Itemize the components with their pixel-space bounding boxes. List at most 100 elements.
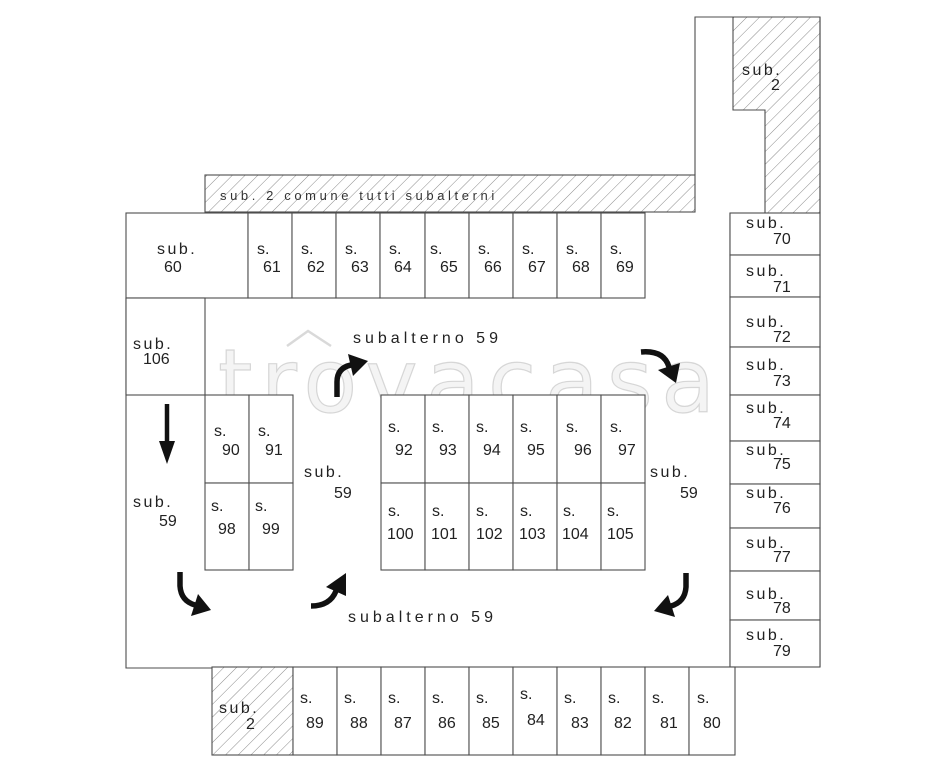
unit-number: 75	[773, 456, 791, 473]
space-number: 65	[440, 259, 458, 276]
common-strip-hatch	[204, 174, 696, 213]
space-prefix: s.	[522, 241, 534, 258]
parking-space-90: s. 90	[204, 394, 250, 484]
space-number: 85	[482, 715, 500, 732]
space-number: 90	[222, 442, 240, 459]
space-prefix: s.	[255, 498, 267, 515]
corridor-left-number: 59	[159, 513, 177, 530]
space-number: 63	[351, 259, 369, 276]
parking-space-96: s. 96	[556, 394, 602, 484]
curved-arrow-down-right-icon	[177, 572, 211, 616]
unit-number: 74	[773, 415, 791, 432]
unit-prefix: sub.	[746, 442, 786, 459]
space-number: 93	[439, 442, 457, 459]
unit-79: sub. 79	[729, 619, 821, 668]
space-prefix: s.	[300, 690, 312, 707]
space-number: 99	[262, 521, 280, 538]
space-prefix: s.	[214, 423, 226, 440]
unit-number: 71	[773, 279, 791, 296]
space-number: 62	[307, 259, 325, 276]
parking-space-87: s. 87	[380, 666, 426, 756]
space-prefix: s.	[344, 690, 356, 707]
curved-arrow-up-right-icon	[334, 354, 368, 397]
corridor-wall	[694, 16, 733, 175]
space-number: 86	[438, 715, 456, 732]
space-number: 98	[218, 521, 236, 538]
space-prefix: s.	[430, 241, 442, 258]
common-strip-label: sub. 2 comune tutti subalterni	[220, 188, 498, 203]
common-strip: sub. 2 comune tutti subalterni	[204, 174, 696, 213]
space-prefix: s.	[607, 503, 619, 520]
parking-space-65: s. 65	[424, 212, 470, 299]
parking-space-61: s. 61	[247, 212, 293, 299]
space-prefix: s.	[211, 498, 223, 515]
space-number: 88	[350, 715, 368, 732]
space-prefix: s.	[432, 690, 444, 707]
space-prefix: s.	[388, 419, 400, 436]
right-column: sub. 70 sub. 71 sub. 72 sub. 73 sub. 74 …	[729, 212, 821, 668]
parking-space-97: s. 97	[600, 394, 646, 484]
unit-72: sub. 72	[729, 296, 821, 348]
unit-prefix: sub.	[746, 357, 786, 374]
space-prefix: s.	[652, 690, 664, 707]
space-prefix: s.	[432, 503, 444, 520]
parking-space-104: s. 104	[556, 482, 602, 571]
space-number: 81	[660, 715, 678, 732]
corridor: subalterno 59 subalterno 59 sub. 59 sub.…	[133, 330, 698, 626]
parking-space-100: s. 100	[380, 482, 426, 571]
parking-space-62: s. 62	[291, 212, 337, 299]
parking-space-94: s. 94	[468, 394, 514, 484]
parking-space-99: s. 99	[248, 482, 294, 571]
bottom-hatched-area: sub. 2	[211, 666, 294, 756]
parking-space-105: s. 105	[600, 482, 646, 571]
unit-prefix: sub.	[133, 336, 173, 353]
unit-prefix: sub.	[746, 485, 786, 502]
unit-prefix: sub.	[746, 314, 786, 331]
top-right-area: sub. 2	[694, 16, 821, 214]
space-number: 91	[265, 442, 283, 459]
unit-71: sub. 71	[729, 254, 821, 298]
top-right-number: 2	[771, 77, 780, 94]
parking-space-67: s. 67	[512, 212, 558, 299]
top-row: sub. 60 s. 61 s. 62 s. 63 s. 64 s. 65	[125, 212, 646, 299]
space-prefix: s.	[520, 686, 532, 703]
space-prefix: s.	[388, 690, 400, 707]
corridor-top-label: subalterno 59	[353, 330, 502, 347]
space-number: 66	[484, 259, 502, 276]
corridor-center-number: 59	[334, 485, 352, 502]
parking-space-101: s. 101	[424, 482, 470, 571]
roof-icon	[286, 329, 332, 348]
space-number: 94	[483, 442, 501, 459]
space-number: 105	[607, 526, 634, 543]
space-number: 97	[618, 442, 636, 459]
space-prefix: s.	[301, 241, 313, 258]
unit-70: sub. 70	[729, 212, 821, 256]
area-prefix: sub.	[219, 700, 259, 717]
unit-number: 77	[773, 549, 791, 566]
parking-space-68: s. 68	[556, 212, 602, 299]
space-prefix: s.	[257, 241, 269, 258]
space-number: 61	[263, 259, 281, 276]
unit-77: sub. 77	[729, 527, 821, 572]
space-number: 80	[703, 715, 721, 732]
left-wall	[125, 298, 212, 669]
space-number: 68	[572, 259, 590, 276]
space-prefix: s.	[476, 419, 488, 436]
unit-prefix: sub.	[746, 627, 786, 644]
space-prefix: s.	[520, 419, 532, 436]
space-prefix: s.	[697, 690, 709, 707]
space-number: 69	[616, 259, 634, 276]
parking-space-85: s. 85	[468, 666, 514, 756]
unit-number: 73	[773, 373, 791, 390]
parking-space-92: s. 92	[380, 394, 426, 484]
space-number: 64	[394, 259, 412, 276]
parking-space-95: s. 95	[512, 394, 558, 484]
space-number: 104	[562, 526, 589, 543]
unit-prefix: sub.	[746, 535, 786, 552]
highlight-fill	[379, 212, 426, 299]
unit-number: 78	[773, 600, 791, 617]
space-number: 83	[571, 715, 589, 732]
unit-prefix: sub.	[746, 586, 786, 603]
space-number: 96	[574, 442, 592, 459]
